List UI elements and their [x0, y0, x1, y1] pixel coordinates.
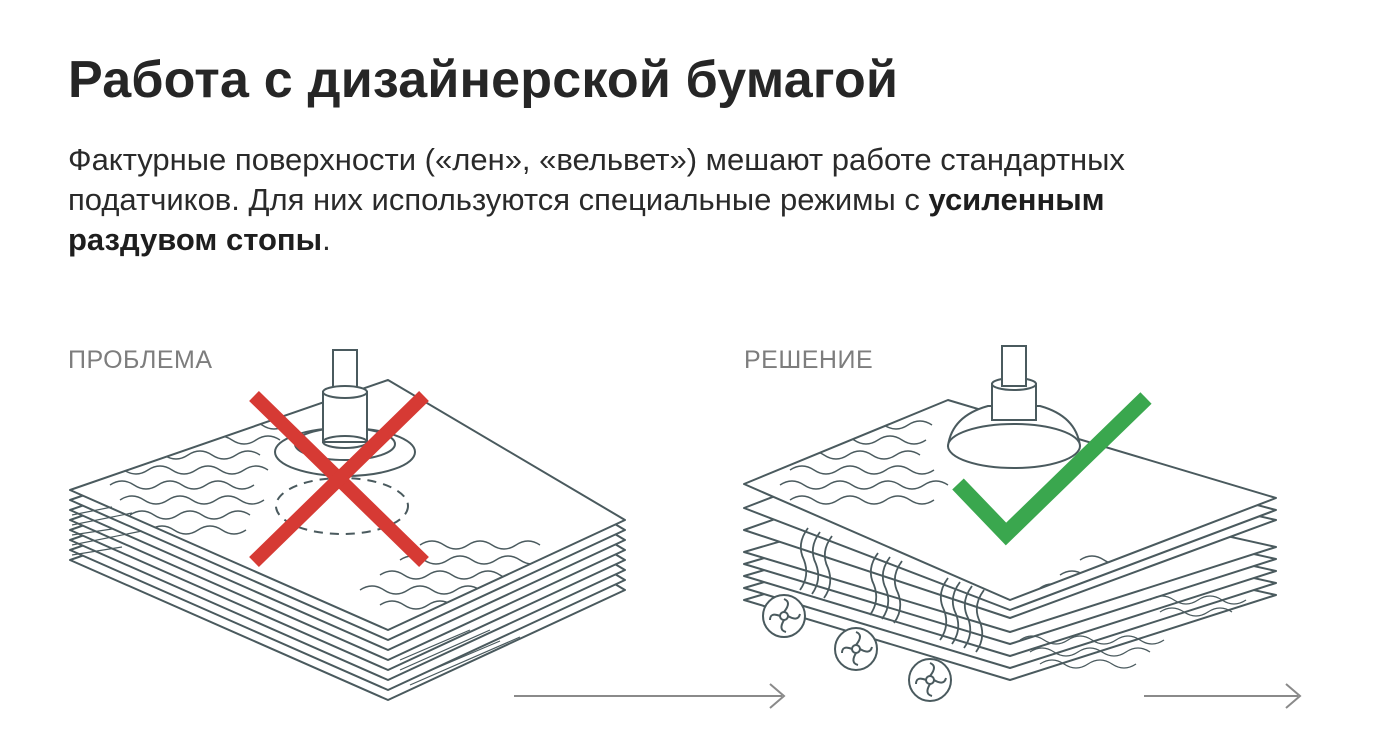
- description: Фактурные поверхности («лен», «вельвет»)…: [68, 140, 1248, 260]
- problem-paper-stack: [69, 379, 626, 701]
- air-flow-lines: [799, 527, 985, 653]
- solution-label: РЕШЕНИЕ: [744, 346, 874, 374]
- problem-texture-edges: [71, 506, 521, 686]
- page-title: Работа с дизайнерской бумагой: [68, 51, 899, 109]
- blower-fan-icon: [762, 594, 806, 638]
- solution-lower-texture: [1019, 595, 1247, 669]
- solution-suction-cup: [946, 345, 1082, 469]
- description-emphasis: усиленным раздувом стопы: [68, 182, 1105, 257]
- blower-fan-icon: [834, 627, 878, 671]
- problem-texture: [99, 420, 545, 610]
- problem-label: ПРОБЛЕМА: [68, 346, 213, 374]
- red-cross-icon: [249, 390, 429, 568]
- green-check-icon: [952, 392, 1152, 546]
- problem-arrow-icon: [514, 683, 786, 709]
- description-text: Фактурные поверхности («лен», «вельвет»)…: [68, 142, 1125, 217]
- blower-fan-icon: [908, 658, 952, 702]
- solution-arrow-icon: [1144, 683, 1302, 709]
- description-end: .: [322, 222, 331, 257]
